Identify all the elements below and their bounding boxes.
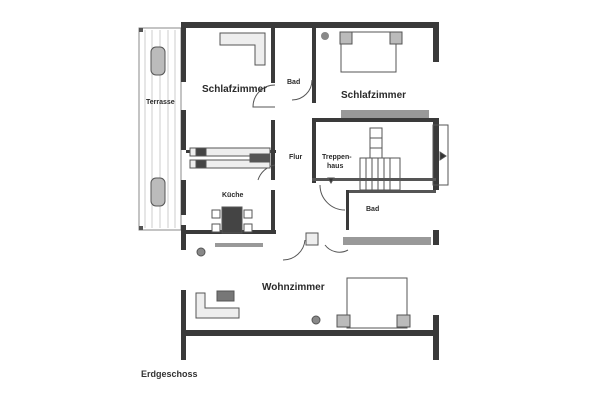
label-bedroom-left: Schlafzimmer [202, 84, 267, 95]
label-kitchen: Küche [222, 192, 244, 199]
entrance [327, 124, 449, 186]
label-stair-2: haus [327, 163, 343, 170]
label-bedroom-right: Schlafzimmer [341, 90, 406, 101]
doors [252, 79, 349, 261]
label-stair-1: Treppen- [322, 154, 352, 161]
label-hall: Flur [289, 154, 302, 161]
bedroom-left-furniture [219, 32, 266, 66]
label-terrace: Terrasse [146, 99, 175, 106]
floor-caption: Erdgeschoss [141, 369, 198, 379]
label-bath-bottom: Bad [366, 206, 379, 213]
label-bath-top: Bad [287, 79, 300, 86]
terrace-area [138, 27, 182, 231]
bedroom-right-furniture [321, 31, 429, 118]
label-living: Wohnzimmer [262, 282, 325, 293]
living-furniture [195, 247, 411, 329]
kitchen-furniture [189, 147, 271, 247]
bath-bottom-fixtures [305, 232, 431, 246]
staircase [359, 127, 401, 191]
